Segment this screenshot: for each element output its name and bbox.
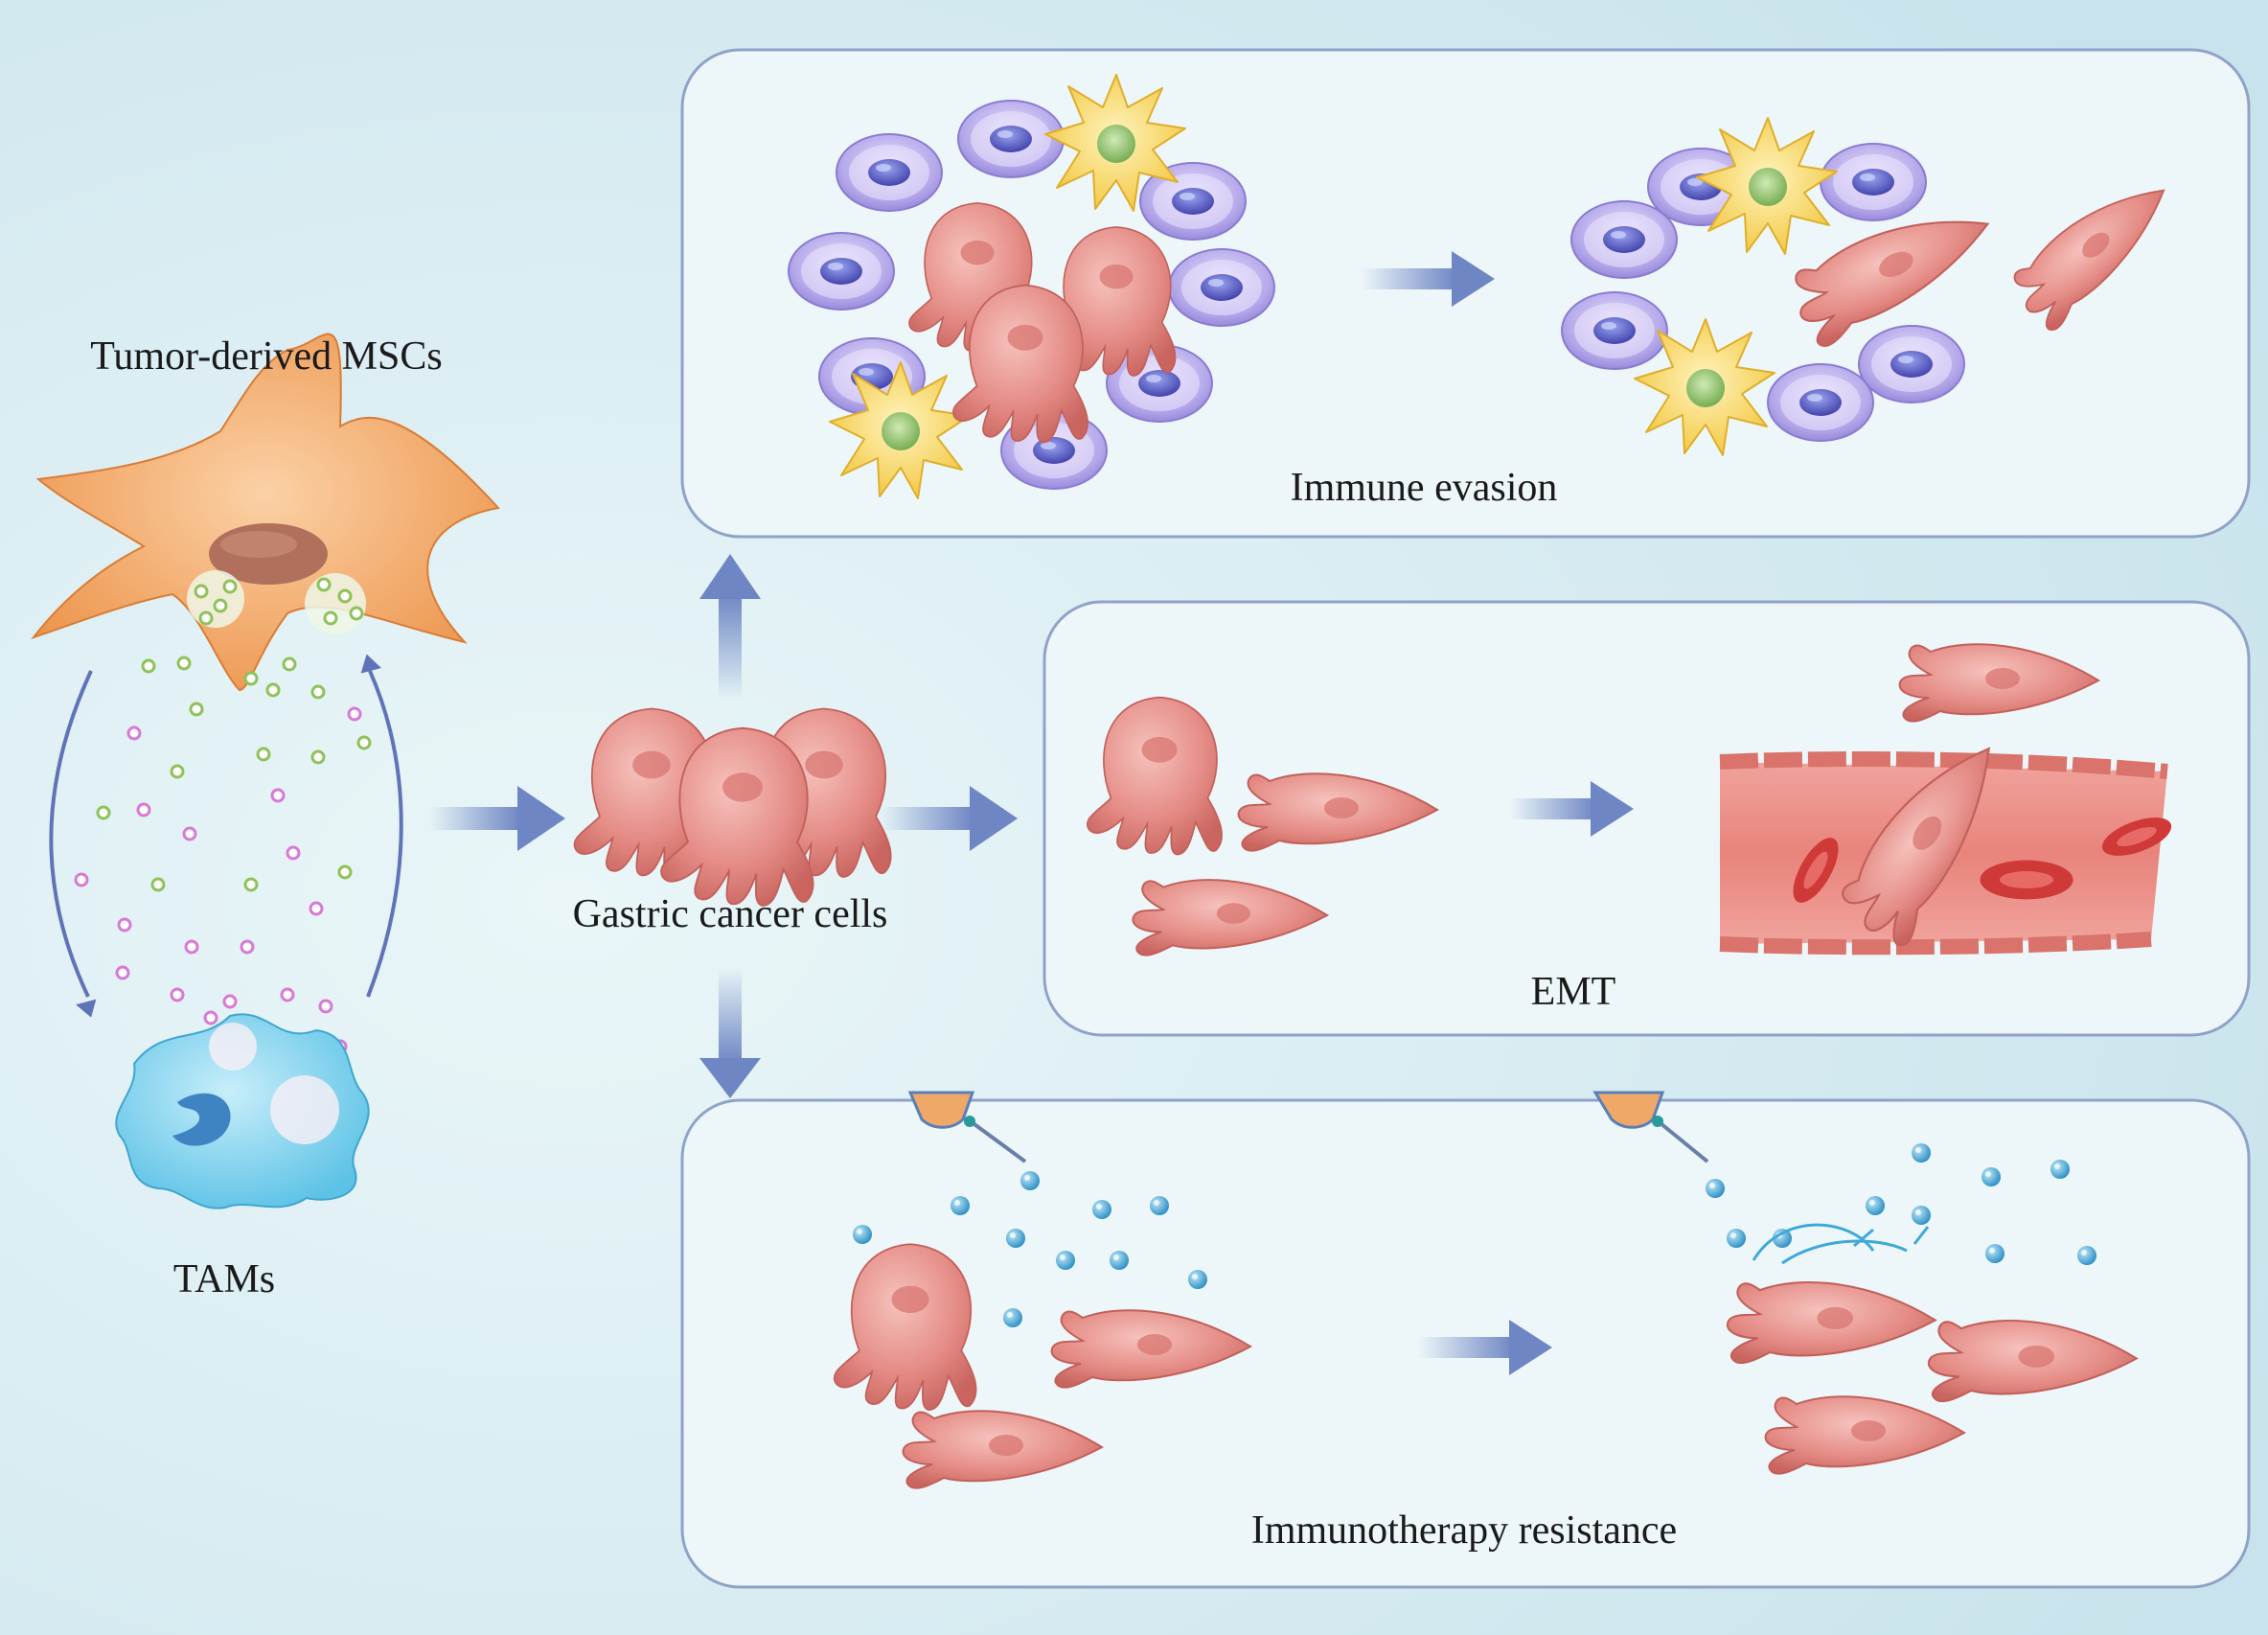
drug-particle <box>2050 1160 2070 1179</box>
pink-vesicle <box>309 901 324 916</box>
pink-vesicle <box>117 917 132 933</box>
gastric-cancer-label: Gastric cancer cells <box>573 892 888 936</box>
drug-particle <box>853 1225 872 1244</box>
green-vesicle <box>310 749 326 765</box>
pink-vesicle <box>203 1010 218 1025</box>
green-vesicle <box>176 656 192 671</box>
pink-vesicle <box>280 987 295 1002</box>
green-vesicle <box>150 877 166 892</box>
arrowhead-up-right <box>360 654 381 674</box>
drug-particle <box>1866 1196 1885 1215</box>
pink-vesicle <box>74 872 89 887</box>
green-vesicle <box>213 598 228 613</box>
tam-label: TAMs <box>173 1257 275 1301</box>
pink-vesicle <box>347 706 362 722</box>
drug-particle <box>1188 1270 1207 1289</box>
drug-particle <box>1706 1179 1725 1198</box>
pink-vesicle <box>318 999 333 1014</box>
green-vesicle <box>189 702 204 717</box>
pink-vesicle <box>240 939 255 955</box>
pink-vesicle <box>115 965 130 980</box>
drug-particle <box>951 1196 970 1215</box>
resistance-after <box>1726 1223 2138 1475</box>
drug-particle <box>1912 1206 1931 1225</box>
green-vesicle <box>243 877 259 892</box>
green-vesicle <box>265 682 281 698</box>
pink-vesicle <box>126 725 142 741</box>
green-vesicle <box>256 747 271 762</box>
drug-particle <box>1982 1167 2001 1186</box>
green-vesicle <box>316 577 332 592</box>
green-vesicle <box>323 610 338 626</box>
green-vesicle <box>222 579 238 594</box>
flow-arrows <box>429 251 1634 1375</box>
immunotherapy-resistance-label: Immunotherapy resistance <box>1251 1508 1677 1553</box>
drug-particle <box>1110 1251 1129 1270</box>
pink-vesicle <box>286 845 301 861</box>
drug-particle <box>1912 1143 1931 1163</box>
msc-label: Tumor-derived MSCs <box>90 334 442 379</box>
emt-label: EMT <box>1531 970 1616 1014</box>
green-vesicle <box>243 671 259 686</box>
green-vesicle <box>170 764 185 779</box>
green-vesicle <box>194 584 209 599</box>
drug-particle <box>1150 1196 1169 1215</box>
drug-particle <box>1056 1251 1075 1270</box>
drug-particle <box>1727 1229 1746 1248</box>
syringe-icon <box>907 1091 1027 1163</box>
drug-particle <box>1003 1308 1022 1327</box>
drug-particle <box>1020 1171 1040 1190</box>
macrophage-icon <box>115 1013 370 1209</box>
green-vesicle <box>337 864 353 880</box>
green-vesicle <box>141 658 156 674</box>
green-vesicle <box>198 610 214 626</box>
drug-particle <box>1092 1200 1111 1219</box>
pink-vesicle <box>170 987 185 1002</box>
cycle-arrows <box>49 670 403 998</box>
drug-particle <box>1006 1229 1025 1248</box>
drug-particle <box>1985 1244 2005 1263</box>
pink-vesicle <box>270 788 286 803</box>
green-vesicle <box>282 656 297 672</box>
pink-vesicle <box>182 826 197 841</box>
pink-vesicle <box>136 802 151 818</box>
drug-particle <box>2077 1246 2096 1265</box>
green-vesicle <box>356 735 372 750</box>
green-vesicle <box>337 588 353 604</box>
immune-evasion-label: Immune evasion <box>1291 466 1558 510</box>
arrowhead-down-left <box>76 999 97 1018</box>
syringe-icon-after <box>1592 1091 1709 1163</box>
green-vesicle <box>310 684 326 700</box>
pink-vesicle <box>222 994 238 1009</box>
green-vesicle <box>349 606 364 621</box>
pink-vesicle <box>184 939 199 955</box>
green-vesicle <box>96 805 111 820</box>
